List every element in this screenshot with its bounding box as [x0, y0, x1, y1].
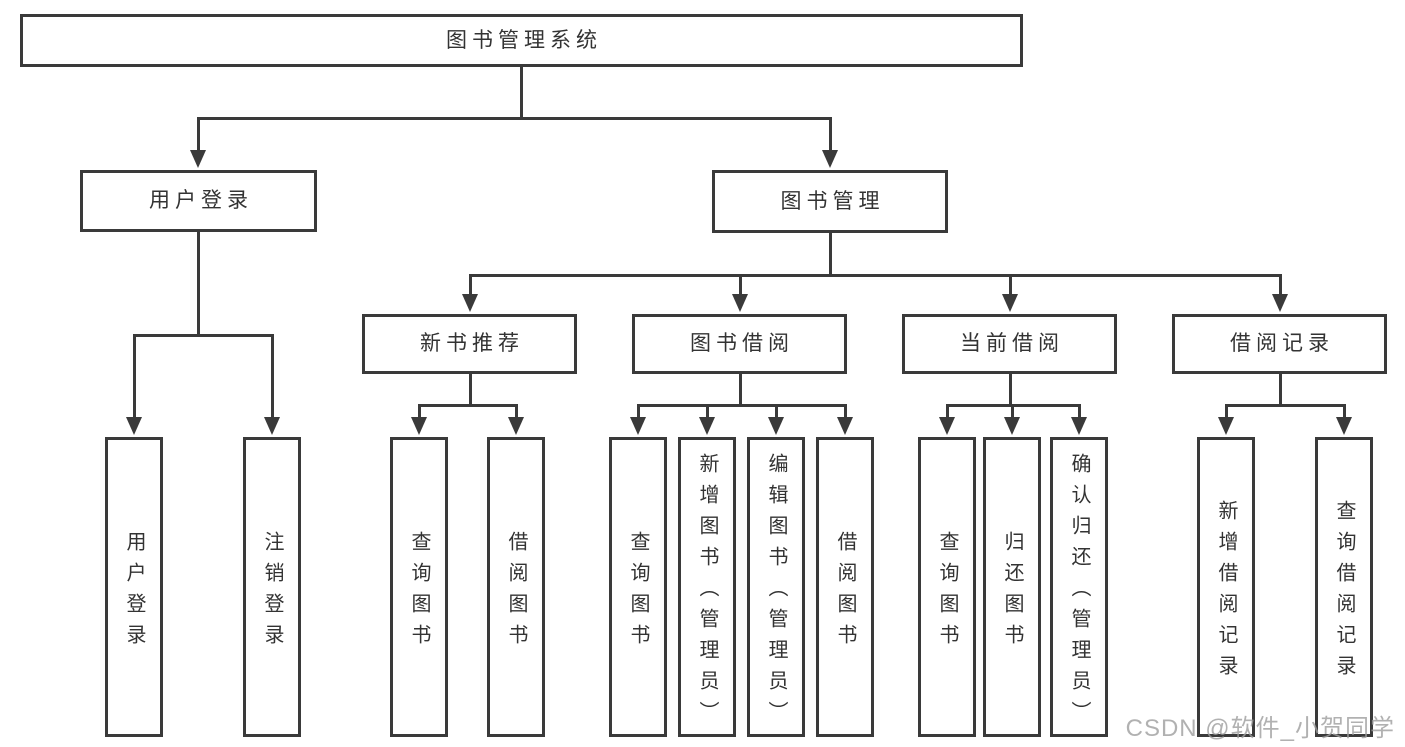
arrow-down-icon — [264, 417, 280, 435]
arrow-down-icon — [1004, 417, 1020, 435]
connector-line — [945, 405, 949, 418]
connector-line — [636, 403, 847, 407]
connector-line — [828, 118, 832, 151]
leaf-query-books-current: 查询图书 — [918, 437, 976, 737]
connector-line — [417, 403, 518, 407]
node-label: 归还图书 — [1001, 530, 1023, 655]
watermark: CSDN @软件_小贺同学 — [1125, 715, 1395, 742]
node-label: 查询图书 — [627, 530, 649, 655]
connector-line — [705, 405, 709, 418]
node-label: 编辑图书（管理员） — [765, 453, 787, 732]
leaf-add-borrow-record: 新增借阅记录 — [1197, 437, 1255, 737]
connector-line — [843, 405, 847, 418]
node-label: 注销登录 — [261, 530, 283, 655]
connector-line — [196, 118, 200, 151]
leaf-logout: 注销登录 — [243, 437, 301, 737]
connector-line — [417, 405, 421, 418]
arrow-down-icon — [768, 417, 784, 435]
leaf-edit-book-admin: 编辑图书（管理员） — [747, 437, 805, 737]
arrow-down-icon — [1272, 294, 1288, 312]
leaf-add-book-admin: 新增图书（管理员） — [678, 437, 736, 737]
connector-line — [1077, 405, 1081, 418]
connector-line — [468, 273, 1282, 277]
arrow-down-icon — [939, 417, 955, 435]
connector-line — [196, 116, 832, 120]
arrow-down-icon — [1336, 417, 1352, 435]
connector-line — [1342, 405, 1346, 418]
leaf-confirm-return-admin: 确认归还（管理员） — [1050, 437, 1108, 737]
arrow-down-icon — [732, 294, 748, 312]
arrow-down-icon — [411, 417, 427, 435]
connector-line — [270, 335, 274, 418]
node-label: 新增图书（管理员） — [696, 453, 718, 732]
node-label: 查询借阅记录 — [1333, 499, 1355, 686]
node-label: 新书推荐 — [420, 332, 524, 356]
leaf-user-login: 用户登录 — [105, 437, 163, 737]
leaf-borrow-books-borrowing: 借阅图书 — [816, 437, 874, 737]
node-label: 图书管理系统 — [446, 28, 602, 52]
arrow-down-icon — [508, 417, 524, 435]
node-label: 当前借阅 — [960, 332, 1064, 356]
leaf-borrow-books-recommend: 借阅图书 — [487, 437, 545, 737]
arrow-down-icon — [822, 150, 838, 168]
node-label: 借阅图书 — [505, 530, 527, 655]
connector-line — [1278, 275, 1282, 295]
connector-line — [636, 405, 640, 418]
connector-line — [514, 405, 518, 418]
connector-line — [738, 374, 742, 407]
node-label: 用户登录 — [123, 530, 145, 655]
connector-line — [828, 233, 832, 277]
arrow-down-icon — [699, 417, 715, 435]
leaf-query-books-borrowing: 查询图书 — [609, 437, 667, 737]
node-label: 图书管理 — [780, 189, 885, 213]
node-current-borrowing: 当前借阅 — [902, 314, 1117, 374]
node-label: 查询图书 — [936, 530, 958, 655]
node-new-book-recommendation: 新书推荐 — [362, 314, 577, 374]
connector-line — [1008, 374, 1012, 407]
connector-line — [132, 333, 274, 337]
node-label: 新增借阅记录 — [1215, 499, 1237, 686]
node-label: 借阅记录 — [1230, 332, 1334, 356]
connector-line — [1224, 403, 1346, 407]
arrow-down-icon — [1071, 417, 1087, 435]
leaf-query-borrow-record: 查询借阅记录 — [1315, 437, 1373, 737]
connector-line — [774, 405, 778, 418]
node-library-management-system: 图书管理系统 — [20, 14, 1023, 67]
node-book-borrowing: 图书借阅 — [632, 314, 847, 374]
arrow-down-icon — [190, 150, 206, 168]
leaf-return-books: 归还图书 — [983, 437, 1041, 737]
node-book-management-branch: 图书管理 — [712, 170, 948, 233]
node-label: 用户登录 — [149, 189, 253, 213]
connector-line — [1278, 374, 1282, 407]
connector-line — [1008, 275, 1012, 295]
arrow-down-icon — [462, 294, 478, 312]
arrow-down-icon — [630, 417, 646, 435]
arrow-down-icon — [837, 417, 853, 435]
connector-line — [132, 335, 136, 418]
connector-line — [468, 374, 472, 407]
node-label: 借阅图书 — [834, 530, 856, 655]
connector-line — [196, 232, 200, 337]
connector-line — [519, 67, 523, 120]
node-user-login-branch: 用户登录 — [80, 170, 317, 232]
node-borrowing-records: 借阅记录 — [1172, 314, 1387, 374]
node-label: 图书借阅 — [690, 332, 794, 356]
connector-line — [1010, 405, 1014, 418]
leaf-query-books-recommend: 查询图书 — [390, 437, 448, 737]
node-label: 确认归还（管理员） — [1068, 453, 1090, 732]
connector-line — [1224, 405, 1228, 418]
connector-line — [738, 275, 742, 295]
node-label: 查询图书 — [408, 530, 430, 655]
arrow-down-icon — [126, 417, 142, 435]
arrow-down-icon — [1218, 417, 1234, 435]
arrow-down-icon — [1002, 294, 1018, 312]
connector-line — [468, 275, 472, 295]
